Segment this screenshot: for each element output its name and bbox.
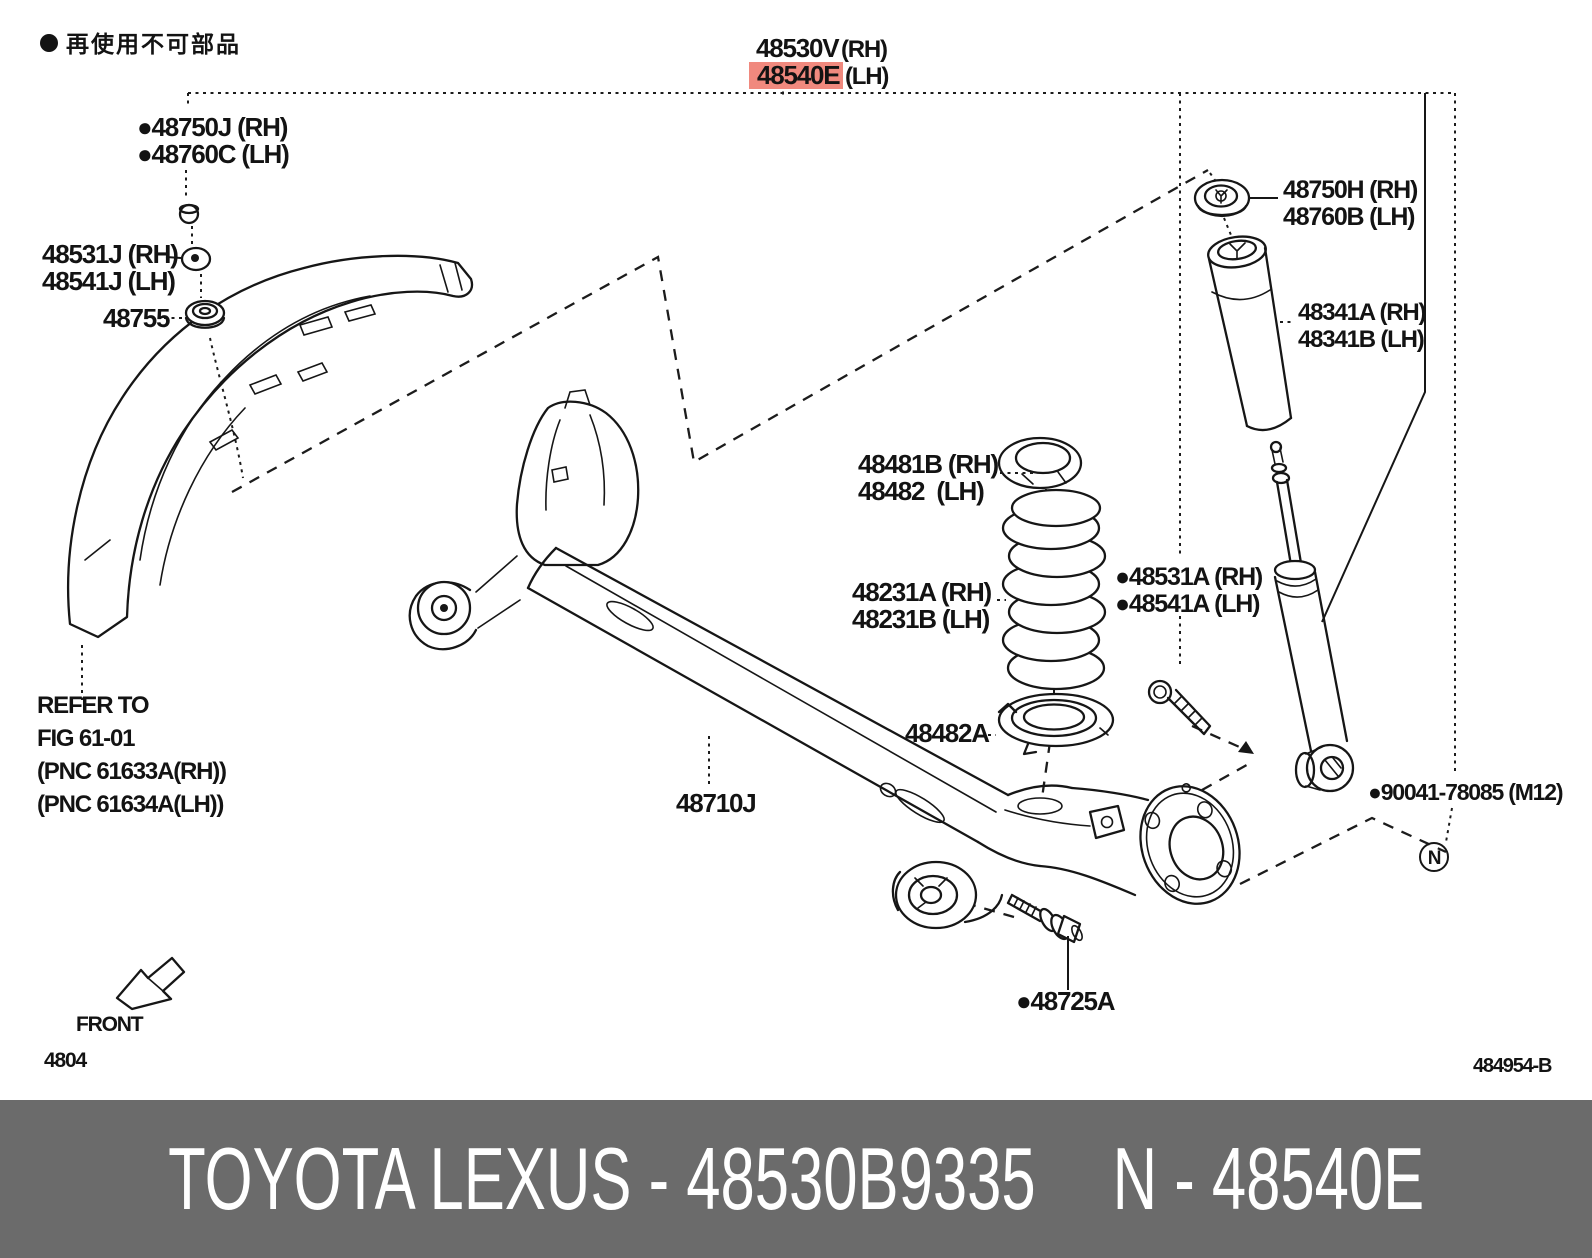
assembly-side-lh: (LH) — [845, 63, 888, 90]
part-label-48531J: 48531J (RH) — [42, 239, 178, 269]
part-label-48541A: ●48541A (LH) — [1115, 590, 1260, 618]
shock-body-drawing — [1273, 559, 1349, 753]
part-label-48750J: ●48750J (RH) — [137, 112, 288, 142]
banner-left-text: TOYOTA LEXUS - 48530B9335 — [167, 1129, 1036, 1228]
shock-lower-eye-drawing — [1294, 743, 1355, 793]
part-label-48710J: 48710J — [676, 788, 756, 818]
spring-upper-insulator-drawing — [997, 436, 1083, 490]
part-label-48531A: ●48531A (RH) — [1115, 563, 1263, 591]
banner-right-text: N - 48540E — [1112, 1129, 1425, 1228]
shock-piston-rod-drawing — [1269, 440, 1303, 567]
part-label-48231A: 48231A (RH) — [852, 577, 992, 607]
bottom-banner: TOYOTA LEXUS - 48530B9335 N - 48540E — [0, 1100, 1592, 1258]
coil-spring-drawing — [1001, 488, 1107, 691]
part-label-48481B: 48481B (RH) — [858, 449, 999, 479]
figure-code: 484954-B — [1473, 1055, 1552, 1077]
reuse-note-text: 再使用不可部品 — [66, 31, 241, 57]
part-label-48760C: ●48760C (LH) — [137, 139, 289, 169]
grommet-48755-drawing — [184, 299, 226, 329]
spring-lower-seat-drawing — [997, 692, 1115, 756]
page-code: 4804 — [44, 1049, 87, 1072]
axle-beam-drawing — [408, 389, 1241, 930]
assembly-code-lh: 48540E — [757, 60, 840, 90]
dashed-guide-lines — [81, 84, 1456, 919]
part-label-48760B: 48760B (LH) — [1283, 203, 1415, 231]
assembly-callout: 48530V (RH) 48540E (LH) — [749, 33, 890, 90]
nut-marker: N — [1419, 842, 1449, 872]
refer-note: REFER TO FIG 61-01 (PNC 61633A(RH)) (PNC… — [37, 692, 227, 818]
leader-lines — [164, 197, 1294, 990]
suspension-parts-diagram: N 再使用不可部品 48530V (RH) 48540E (LH) ●48750… — [37, 31, 1564, 1077]
refer-note-line4: (PNC 61634A(LH)) — [37, 791, 223, 818]
part-label-48341B: 48341B (LH) — [1298, 326, 1424, 353]
fastener-stack-drawing — [178, 203, 226, 329]
hub-flange-drawing — [1139, 783, 1241, 905]
part-label-48541J: 48541J (LH) — [42, 266, 175, 296]
shock-lower-bolt-drawing — [1147, 679, 1212, 736]
assembly-code-rh: 48530V — [756, 33, 840, 63]
banner-text: TOYOTA LEXUS - 48530B9335 N - 48540E — [168, 1128, 1424, 1230]
reuse-note: 再使用不可部品 — [40, 31, 241, 57]
part-label-48482: 48482 (LH) — [858, 476, 984, 506]
shock-upper-washer-drawing — [1193, 178, 1251, 218]
part-label-48755: 48755 — [103, 303, 170, 333]
refer-note-line3: (PNC 61633A(RH)) — [37, 758, 226, 785]
nut-marker-letter: N — [1428, 848, 1441, 869]
shock-absorber-drawing — [1193, 178, 1355, 793]
part-label-48341A: 48341A (RH) — [1298, 299, 1426, 326]
spindle-bracket-drawing — [1088, 804, 1126, 840]
fender-liner-drawing — [67, 254, 474, 639]
highlight-box — [749, 62, 843, 89]
part-label-48725A: ●48725A — [1016, 986, 1116, 1016]
part-label-90041-78085: ●90041-78085 (M12) — [1368, 779, 1563, 805]
part-label-48231B: 48231B (LH) — [852, 604, 990, 634]
front-arrow — [115, 956, 186, 1011]
part-label-48750H: 48750H (RH) — [1283, 176, 1418, 204]
part-label-48482A: 48482A — [905, 718, 990, 748]
front-label: FRONT — [76, 1013, 144, 1036]
reuse-note-bullet — [40, 34, 58, 52]
rear-bushing-drawing — [891, 860, 1004, 930]
shock-dust-cover-drawing — [1207, 235, 1293, 432]
refer-note-line1: REFER TO — [37, 692, 149, 719]
assembly-side-rh: (RH) — [841, 36, 887, 63]
refer-note-line2: FIG 61-01 — [37, 725, 135, 752]
part-labels: ●48750J (RH) ●48760C (LH) 48531J (RH) 48… — [42, 112, 1564, 1016]
arm-bolt-drawing — [1006, 893, 1083, 944]
